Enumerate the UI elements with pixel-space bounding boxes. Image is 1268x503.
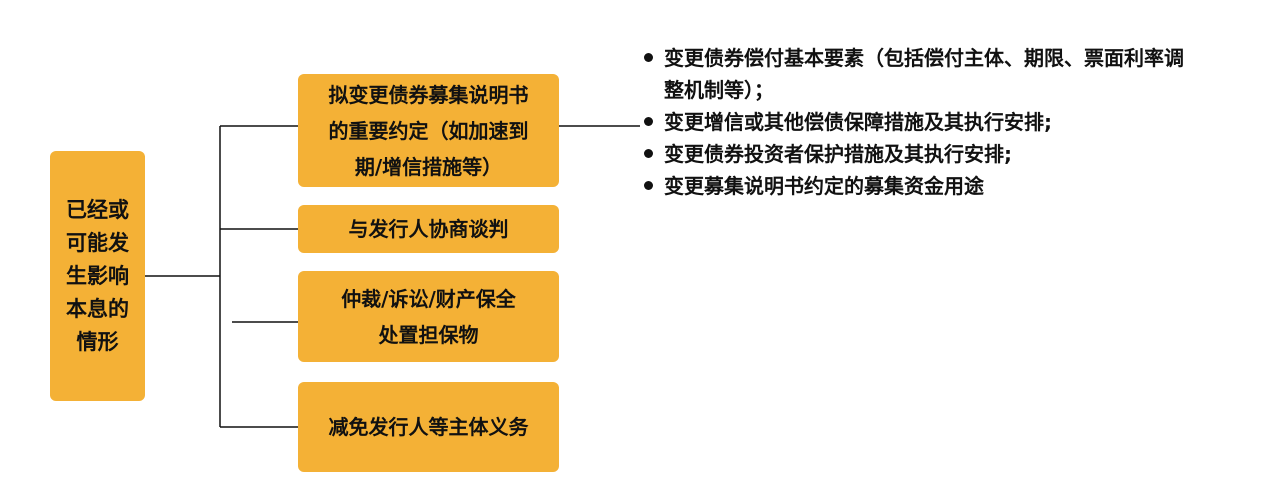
details-list: 变更债券偿付基本要素（包括偿付主体、期限、票面利率调整机制等）； 变更增信或其他…	[642, 42, 1202, 202]
branch-node-waive-obligations: 减免发行人等主体义务	[298, 382, 559, 472]
details-list-item: 变更债券投资者保护措施及其执行安排;	[642, 138, 1202, 170]
branch-node-negotiate: 与发行人协商谈判	[298, 205, 559, 253]
root-node: 已经或 可能发 生影响 本息的 情形	[50, 151, 145, 401]
details-list-item: 变更增信或其他偿债保障措施及其执行安排;	[642, 106, 1202, 138]
details-list-item: 变更募集说明书约定的募集资金用途	[642, 170, 1202, 202]
branch-node-litigation: 仲裁/诉讼/财产保全 处置担保物	[298, 271, 559, 362]
branch-node-change-terms: 拟变更债券募集说明书 的重要约定（如加速到 期/增信措施等）	[298, 74, 559, 187]
details-list-item: 变更债券偿付基本要素（包括偿付主体、期限、票面利率调整机制等）；	[642, 42, 1202, 106]
